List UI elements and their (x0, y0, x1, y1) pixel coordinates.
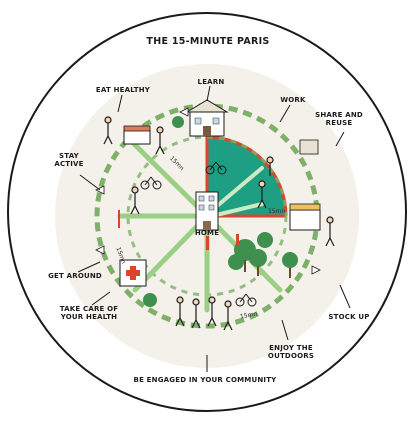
label-line: STAY (54, 152, 83, 160)
label-line: WORK (280, 96, 305, 104)
label-line: YOUR HEALTH (60, 313, 119, 321)
label-work: WORK (280, 96, 305, 104)
label-line: ACTIVE (54, 160, 83, 168)
page-title: THE 15-MINUTE PARIS (146, 36, 269, 47)
distance-label-east: 15mn (268, 208, 285, 215)
label-line: EAT HEALTHY (96, 86, 150, 94)
clinic (120, 260, 146, 286)
label-line: ENJOY THE (268, 344, 314, 352)
label-stay-active: STAY ACTIVE (54, 152, 83, 168)
label-line: LEARN (198, 78, 225, 86)
label-enjoy-outdoors: ENJOY THE OUTDOORS (268, 344, 314, 360)
label-line: REUSE (315, 119, 363, 127)
label-eat-healthy: EAT HEALTHY (96, 86, 150, 94)
home-label: HOME (195, 229, 219, 237)
label-line: BE ENGAGED IN YOUR COMMUNITY (134, 376, 277, 384)
label-line: TAKE CARE OF (60, 305, 119, 313)
label-stock-up: STOCK UP (328, 313, 369, 321)
label-line: OUTDOORS (268, 352, 314, 360)
label-line: GET AROUND (48, 272, 102, 280)
label-share-and-reuse: SHARE AND REUSE (315, 111, 363, 127)
label-community: BE ENGAGED IN YOUR COMMUNITY (134, 376, 277, 384)
home-building (196, 192, 218, 230)
label-take-care: TAKE CARE OF YOUR HEALTH (60, 305, 119, 321)
label-line: STOCK UP (328, 313, 369, 321)
label-get-around: GET AROUND (48, 272, 102, 280)
label-line: SHARE AND (315, 111, 363, 119)
label-learn: LEARN (198, 78, 225, 86)
